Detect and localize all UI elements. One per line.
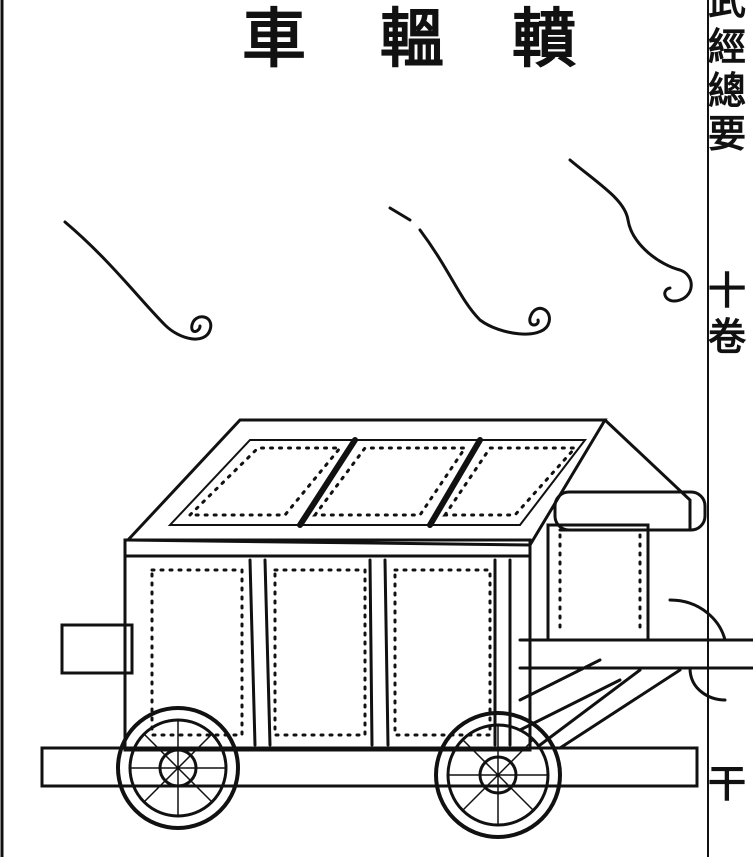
margin-book-char-2: 經 bbox=[708, 24, 747, 69]
ground-beam bbox=[40, 746, 699, 788]
front-wheel bbox=[116, 706, 240, 830]
title-char-3: 轒 bbox=[512, 2, 576, 77]
partial-wheel bbox=[668, 598, 727, 702]
front-beam bbox=[60, 623, 134, 675]
margin-page-char: 干 bbox=[708, 761, 747, 806]
rear-roof bbox=[558, 418, 692, 532]
margin-book-char-3: 總 bbox=[708, 68, 747, 113]
rear-beam bbox=[518, 638, 753, 670]
rear-panel bbox=[546, 523, 650, 642]
title-char-2: 轀 bbox=[380, 2, 444, 77]
rear-wheel bbox=[434, 711, 562, 839]
cart-body bbox=[123, 538, 532, 752]
margin-book-char-4: 要 bbox=[708, 111, 747, 156]
title-char-1: 車 bbox=[242, 2, 306, 77]
smoke-swirls bbox=[63, 158, 693, 341]
margin-volume-char-1: 十 bbox=[708, 268, 747, 313]
margin-book-char-1: 武 bbox=[708, 0, 747, 23]
margin-volume-char-2: 卷 bbox=[708, 314, 747, 359]
roof bbox=[124, 418, 608, 547]
